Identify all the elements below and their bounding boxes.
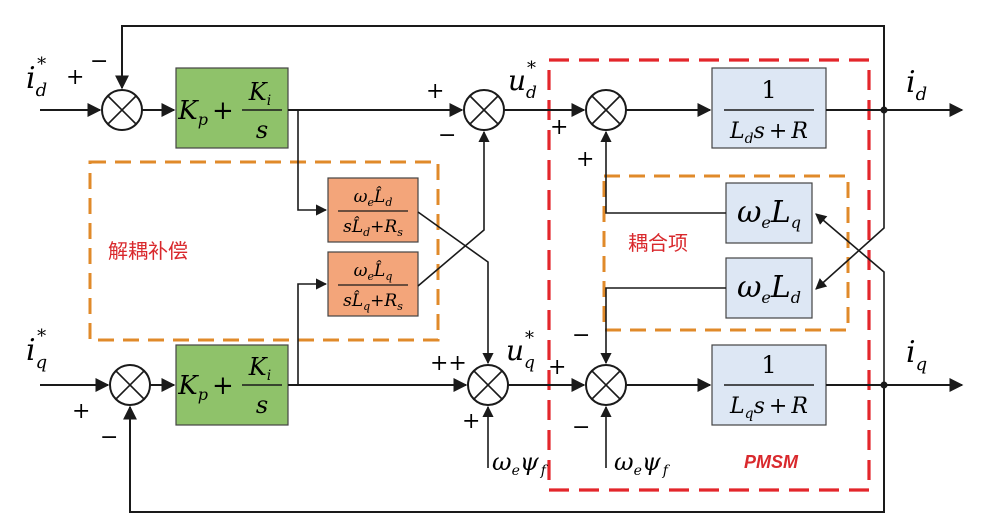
signs: + − + − + + + − ++ + + − − [66,49,594,450]
coupling-d-label: ωeLd [737,270,801,307]
pi-d-den: s [256,116,268,144]
id-output-label: id [906,65,927,105]
iq-ref-label: iq* [26,326,47,373]
pi-q-label: Kp+ [177,371,233,404]
decoup-d-den: sL̂d+Rs [343,217,403,239]
pi-d-ki: Ki [248,78,271,109]
sign-minus: − [438,123,456,148]
sum-junction-4 [109,364,151,406]
sum-junction-5 [467,364,509,406]
sign-plus: + [576,147,594,172]
sign-plus: + [72,399,90,424]
decoup-q-den: sL̂q+Rs [343,291,403,313]
decoup-d-num: ωeL̂d [354,187,393,209]
sign-plusplus: ++ [430,351,467,376]
pi-d-label: Kp+ [177,96,233,129]
sign-plus: + [548,355,566,380]
plant-d-den: Lds+R [729,119,808,147]
sign-minus: − [572,415,590,440]
coupling-label: 耦合项 [628,231,688,255]
decoupling-region [88,160,440,342]
decoup-q-num: ωeL̂q [354,261,393,283]
sign-plus: + [550,115,568,140]
plant-q-num: 1 [761,351,776,379]
coupling-block-q [725,182,813,244]
plant-d-num: 1 [761,76,776,104]
ud-ref-label: ud* [508,58,537,103]
sign-minus: − [572,323,590,348]
coupling-block-d [725,257,813,319]
plant-block-d [711,67,827,149]
pi-q-den: s [256,391,268,419]
sum-junction-1 [101,89,143,131]
coupling-q-label: ωeLq [737,195,801,232]
uq-ref-label: uq* [506,328,535,373]
plant-q-den: Lqs+R [729,394,808,422]
sign-plus: + [66,65,84,90]
sum-junction-3 [585,89,627,131]
decoupling-block-q [327,251,419,317]
decoupling-block-d [327,177,419,243]
iq-output-label: iq [906,335,927,375]
id-ref-label: id* [26,54,47,101]
pi-block-d [175,67,289,149]
wires [40,25,964,513]
sign-minus: − [90,49,108,74]
sum-junction-6 [585,364,627,406]
pmsm-label: PMSM [744,452,799,472]
sign-minus: − [100,425,118,450]
sum-junction-2 [463,89,505,131]
sign-plus: + [462,409,480,434]
sign-plus: + [426,79,444,104]
decoupling-label: 解耦补偿 [108,239,188,263]
pmsm-region [547,58,871,492]
pi-q-ki: Ki [248,353,271,384]
